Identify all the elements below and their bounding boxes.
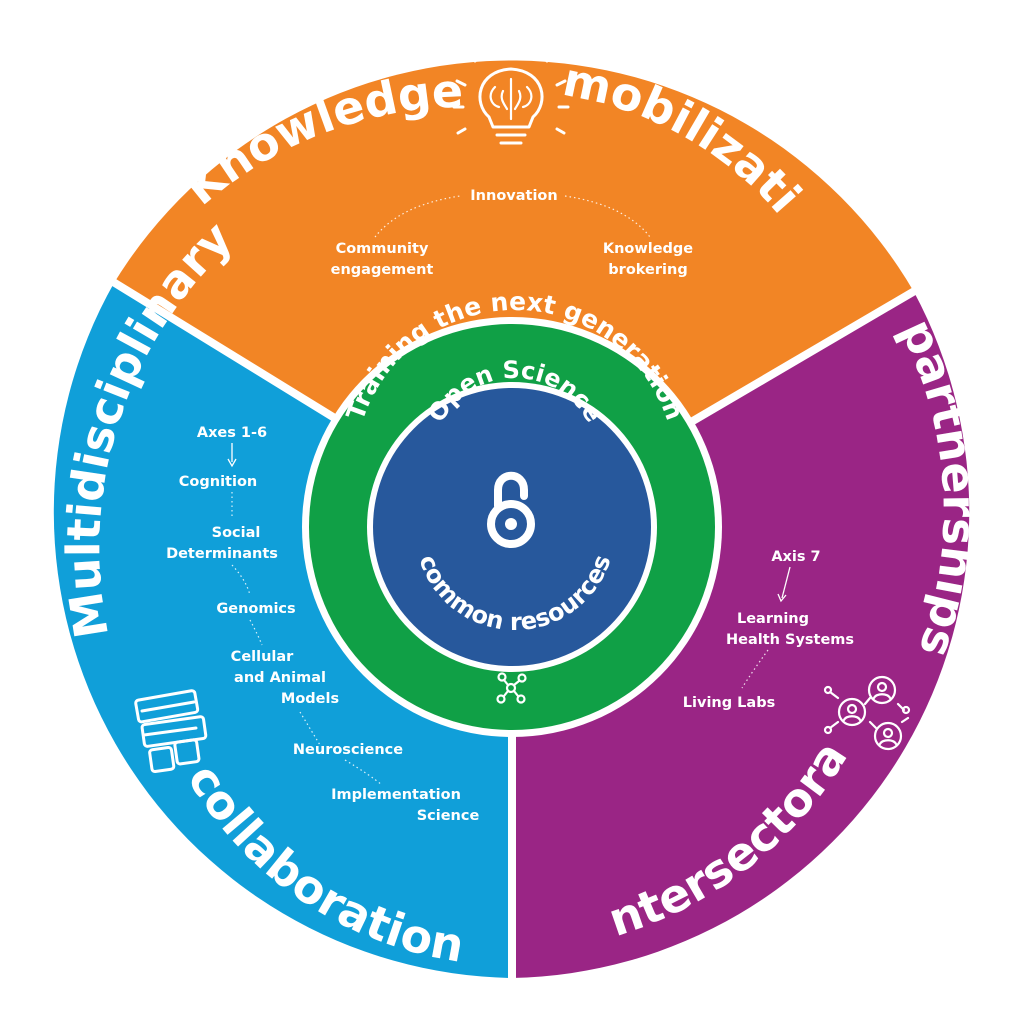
item-knowledge: Knowledge bbox=[603, 241, 693, 257]
people-network-icon bbox=[823, 675, 911, 751]
item-engagement: engagement bbox=[331, 262, 434, 278]
molecule-icon bbox=[496, 672, 527, 704]
item-genomics: Genomics bbox=[216, 601, 295, 617]
books-icon bbox=[134, 689, 208, 774]
item-determinants: Determinants bbox=[166, 546, 278, 562]
item-learning: Learning bbox=[737, 611, 809, 627]
item-social: Social bbox=[212, 525, 261, 541]
multi-connector bbox=[231, 492, 383, 786]
item-health-systems: Health Systems bbox=[726, 632, 854, 648]
item-models: Models bbox=[281, 691, 339, 707]
brain-lightbulb-icon bbox=[452, 45, 570, 145]
item-innovation: Innovation bbox=[470, 188, 557, 204]
item-science: Science bbox=[417, 808, 480, 824]
sector-knowledge-mobilization bbox=[114, 60, 914, 527]
item-and-animal: and Animal bbox=[234, 670, 326, 686]
item-axis-7: Axis 7 bbox=[771, 549, 820, 565]
item-brokering: brokering bbox=[608, 262, 687, 278]
item-axes-1-6: Axes 1-6 bbox=[197, 425, 267, 441]
item-living-labs: Living Labs bbox=[683, 695, 775, 711]
item-cellular: Cellular bbox=[231, 649, 294, 665]
inter-arrowhead bbox=[777, 593, 787, 603]
inter-arrow bbox=[781, 566, 791, 599]
sector-multidisciplinary-collaboration bbox=[53, 283, 513, 978]
item-cognition: Cognition bbox=[179, 474, 257, 490]
item-implementation: Implementation bbox=[331, 787, 461, 803]
multi-arrowhead bbox=[227, 458, 237, 468]
item-community: Community bbox=[336, 241, 429, 257]
open-lock-icon bbox=[487, 471, 535, 548]
item-neuroscience: Neuroscience bbox=[293, 742, 403, 758]
